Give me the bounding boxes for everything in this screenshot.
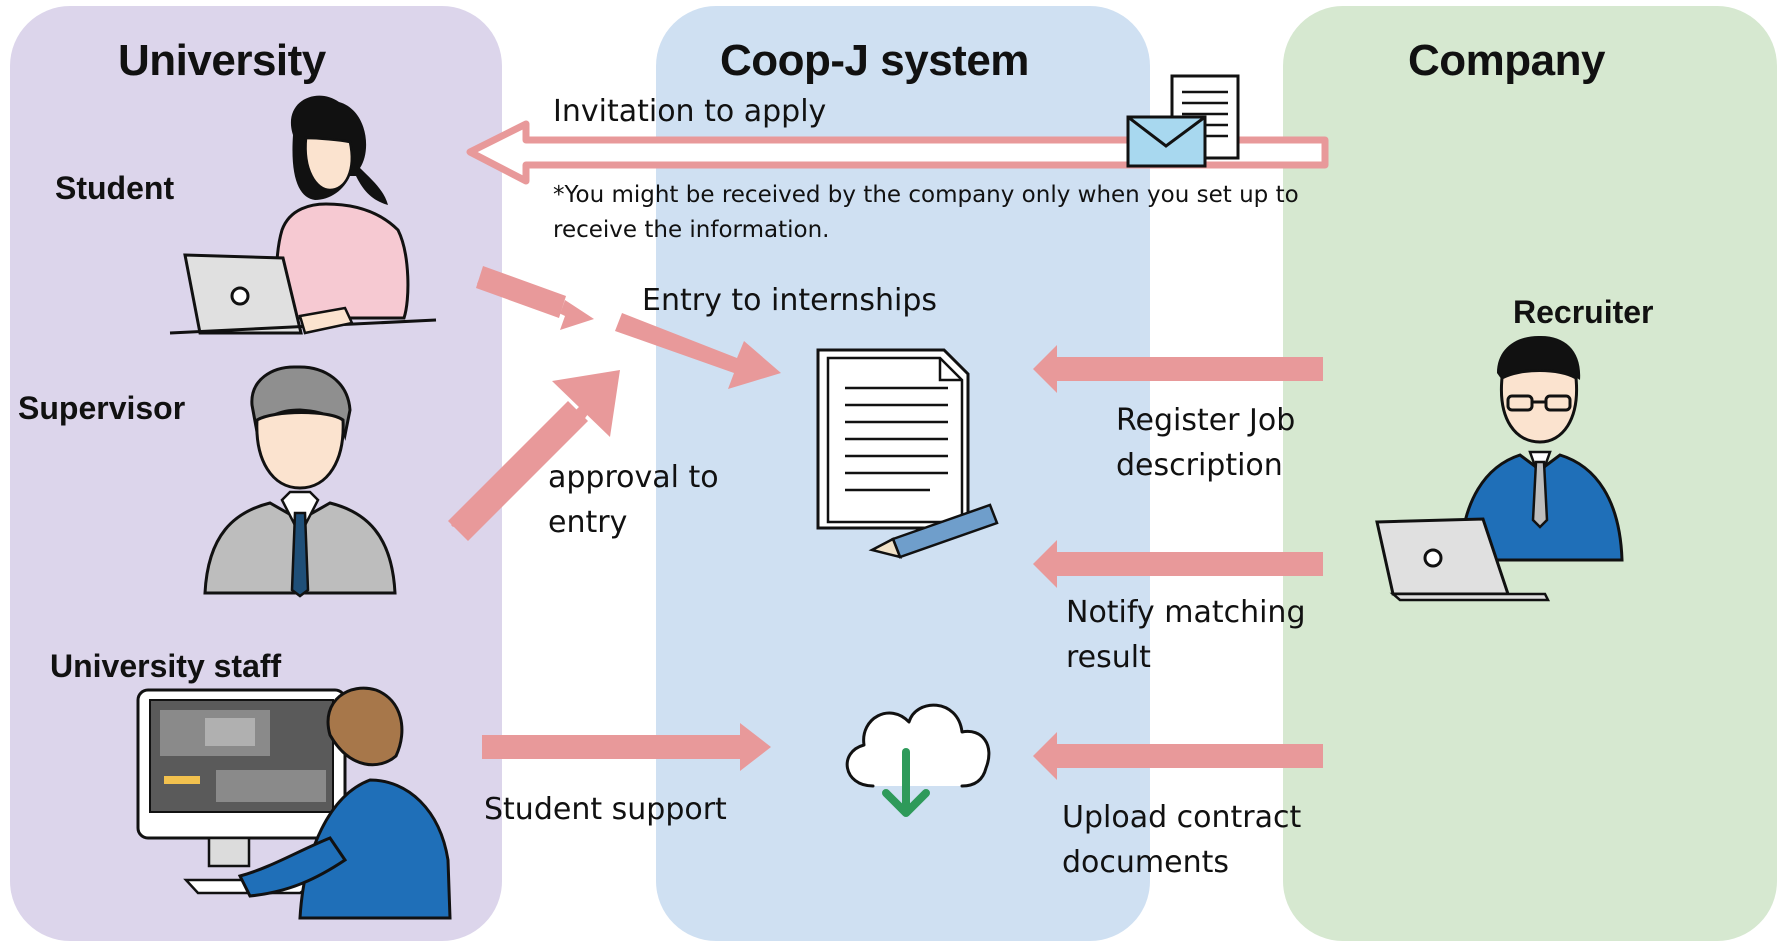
student-entry-arrow-shaft	[476, 266, 566, 318]
company-title: Company	[1408, 36, 1605, 85]
entry-document-arrow	[615, 313, 781, 389]
invitation-label: Invitation to apply	[553, 94, 827, 129]
recruiter-laptop-icon	[1375, 335, 1624, 602]
university-title: University	[118, 36, 326, 85]
envelope-document-icon	[1126, 74, 1240, 168]
register-label: Register Job description	[1116, 403, 1296, 483]
student-support-label: Student support	[484, 792, 727, 827]
recruiter-label: Recruiter	[1513, 294, 1654, 330]
notify-label: Notify matching result	[1066, 595, 1306, 675]
staff-computer-icon	[136, 686, 452, 920]
support-arrow	[482, 723, 771, 771]
supervisor-label: Supervisor	[18, 390, 186, 426]
upload-arrow	[1033, 732, 1323, 780]
entry-label: Entry to internships	[642, 283, 938, 318]
coop-system-title: Coop-J system	[720, 36, 1029, 85]
approval-arrow-shaft	[448, 401, 588, 541]
cloud-download-icon	[845, 703, 991, 817]
register-arrow	[1033, 345, 1323, 393]
document-pencil-icon	[816, 348, 999, 559]
invitation-note: *You might be received by the company on…	[553, 182, 1299, 243]
student-label: Student	[55, 170, 175, 206]
approval-arrow-head	[552, 370, 620, 437]
university-staff-label: University staff	[50, 648, 282, 684]
supervisor-icon	[203, 365, 397, 598]
upload-label: Upload contract documents	[1062, 800, 1302, 880]
approval-label: approval to entry	[548, 460, 719, 540]
notify-arrow	[1033, 540, 1323, 588]
student-laptop-icon	[169, 95, 437, 335]
